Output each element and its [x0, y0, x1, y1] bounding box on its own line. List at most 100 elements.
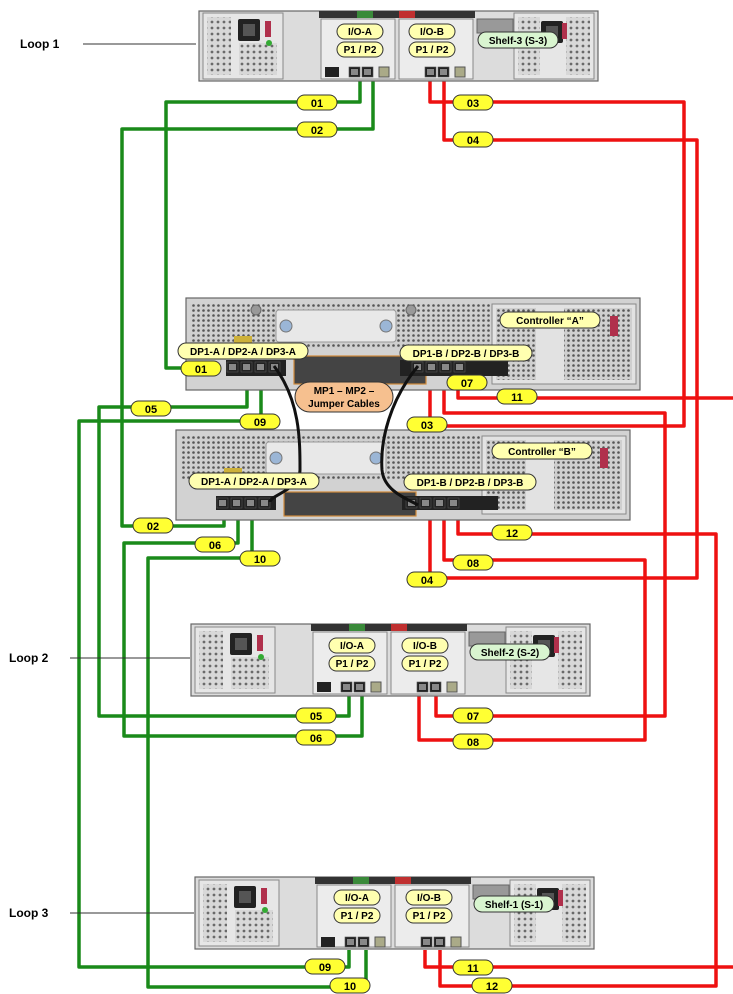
cable-08: [417, 505, 647, 742]
svg-text:07: 07: [461, 378, 473, 390]
svg-text:Jumper Cables: Jumper Cables: [308, 399, 380, 410]
tag-01-ctrl: 01: [180, 360, 222, 377]
tag-06-ctrl: 06: [194, 536, 236, 553]
svg-text:03: 03: [467, 98, 479, 110]
shelf-1-io-a-label: I/O-A: [333, 889, 381, 906]
jumper-cables-label: MP1 – MP2 – Jumper Cables: [294, 381, 394, 413]
red-cables: [417, 78, 733, 988]
svg-text:02: 02: [147, 521, 159, 533]
cable-02: [120, 78, 375, 528]
jumper-cable-right: [380, 365, 420, 507]
cable-09: [77, 355, 351, 969]
tag-04-top: 04: [452, 131, 494, 148]
svg-text:P1 / P2: P1 / P2: [341, 911, 374, 922]
svg-text:05: 05: [145, 404, 157, 416]
svg-text:I/O-B: I/O-B: [417, 893, 441, 904]
svg-text:12: 12: [486, 981, 498, 993]
svg-text:DP1-B / DP2-B / DP3-B: DP1-B / DP2-B / DP3-B: [413, 349, 520, 360]
labels: Loop 1 Loop 2 Loop 3 I/O-A P1 / P2 I/O-B…: [9, 23, 601, 924]
shelf-1-name-label: Shelf-1 (S-1): [473, 895, 555, 913]
svg-text:Shelf-3 (S-3): Shelf-3 (S-3): [489, 36, 547, 47]
loop-3-label: Loop 3: [9, 906, 49, 920]
shelf-3-io-b-label: I/O-B: [408, 23, 456, 40]
tag-07-shelf2: 07: [452, 707, 494, 724]
tag-05-shelf2: 05: [295, 707, 337, 724]
controller-a-name-label: Controller “A”: [499, 311, 601, 329]
green-cables: [77, 78, 375, 989]
cable-12: [438, 505, 718, 988]
controller-a-dp-a-label: DP1-A / DP2-A / DP3-A: [177, 342, 309, 360]
shelf-3-io-a-label: I/O-A: [336, 23, 384, 40]
svg-text:Controller “B”: Controller “B”: [508, 447, 576, 458]
shelf-2-ports-b-label: P1 / P2: [401, 655, 449, 672]
tag-05-ctrl: 05: [130, 400, 172, 417]
shelf-1-ports-a-label: P1 / P2: [333, 907, 381, 924]
tag-10-ctrl: 10: [239, 550, 281, 567]
svg-text:01: 01: [311, 98, 323, 110]
tag-03-top: 03: [452, 94, 494, 111]
svg-text:09: 09: [319, 962, 331, 974]
shelf-1-ports-b-label: P1 / P2: [405, 907, 453, 924]
svg-text:DP1-A / DP2-A / DP3-A: DP1-A / DP2-A / DP3-A: [201, 477, 307, 488]
tag-02-ctrl: 02: [132, 517, 174, 534]
cable-04: [428, 78, 699, 580]
svg-text:06: 06: [310, 733, 322, 745]
svg-text:04: 04: [421, 575, 434, 587]
svg-text:01: 01: [195, 364, 207, 376]
tag-01-top: 01: [296, 94, 338, 111]
svg-text:11: 11: [467, 963, 479, 975]
tag-08-ctrl: 08: [452, 554, 494, 571]
shelf-3-ports-b-label: P1 / P2: [408, 41, 456, 58]
tag-12-ctrl: 12: [491, 524, 533, 541]
svg-text:11: 11: [511, 392, 523, 404]
svg-text:Shelf-2 (S-2): Shelf-2 (S-2): [481, 648, 539, 659]
svg-text:10: 10: [254, 554, 266, 566]
svg-text:P1 / P2: P1 / P2: [413, 911, 446, 922]
tag-11-shelf1: 11: [452, 959, 494, 976]
shelf-2-name-label: Shelf-2 (S-2): [469, 643, 551, 661]
tag-09-ctrl: 09: [239, 413, 281, 430]
svg-text:02: 02: [311, 125, 323, 137]
tag-08-shelf2: 08: [452, 733, 494, 750]
shelf-2-io-b-label: I/O-B: [401, 637, 449, 654]
tag-09-shelf1: 09: [304, 958, 346, 975]
svg-text:I/O-A: I/O-A: [340, 641, 364, 652]
svg-text:03: 03: [421, 420, 433, 432]
svg-text:I/O-B: I/O-B: [413, 641, 437, 652]
svg-text:DP1-A / DP2-A / DP3-A: DP1-A / DP2-A / DP3-A: [190, 347, 296, 358]
loop-1-label: Loop 1: [20, 37, 60, 51]
svg-text:07: 07: [467, 711, 479, 723]
svg-text:P1 / P2: P1 / P2: [344, 45, 377, 56]
cable-tags: 01 02 03 04 01 05 09 07 11 03 02 06 10 1…: [130, 94, 538, 994]
shelf-2-ports-a-label: P1 / P2: [328, 655, 376, 672]
svg-text:MP1 – MP2 –: MP1 – MP2 –: [314, 386, 375, 397]
svg-text:I/O-A: I/O-A: [348, 27, 372, 38]
tag-03-ctrl: 03: [406, 416, 448, 433]
tag-10-shelf1: 10: [329, 977, 371, 994]
tag-07-ctrl: 07: [446, 374, 488, 391]
tag-11-ctrl: 11: [496, 388, 538, 405]
cable-07: [434, 372, 667, 718]
svg-text:09: 09: [254, 417, 266, 429]
svg-text:Controller “A”: Controller “A”: [516, 316, 584, 327]
shelf-1-io-b-label: I/O-B: [405, 889, 453, 906]
cable-11b: [423, 950, 733, 969]
jumper-cable-left: [268, 365, 302, 503]
svg-text:10: 10: [344, 981, 356, 993]
jumper-cables: [268, 365, 420, 507]
svg-text:P1 / P2: P1 / P2: [416, 45, 449, 56]
svg-text:I/O-B: I/O-B: [420, 27, 444, 38]
svg-text:I/O-A: I/O-A: [345, 893, 369, 904]
controller-b-name-label: Controller “B”: [491, 442, 593, 460]
shelf-3-name-label: Shelf-3 (S-3): [477, 31, 559, 49]
cable-06: [122, 505, 364, 738]
svg-text:06: 06: [209, 540, 221, 552]
controller-b-dp-a-label: DP1-A / DP2-A / DP3-A: [188, 472, 320, 490]
shelf-1: [194, 876, 595, 950]
svg-text:08: 08: [467, 558, 479, 570]
svg-text:12: 12: [506, 528, 518, 540]
svg-text:05: 05: [310, 711, 322, 723]
tag-04-ctrl: 04: [406, 571, 448, 588]
svg-text:P1 / P2: P1 / P2: [336, 659, 369, 670]
